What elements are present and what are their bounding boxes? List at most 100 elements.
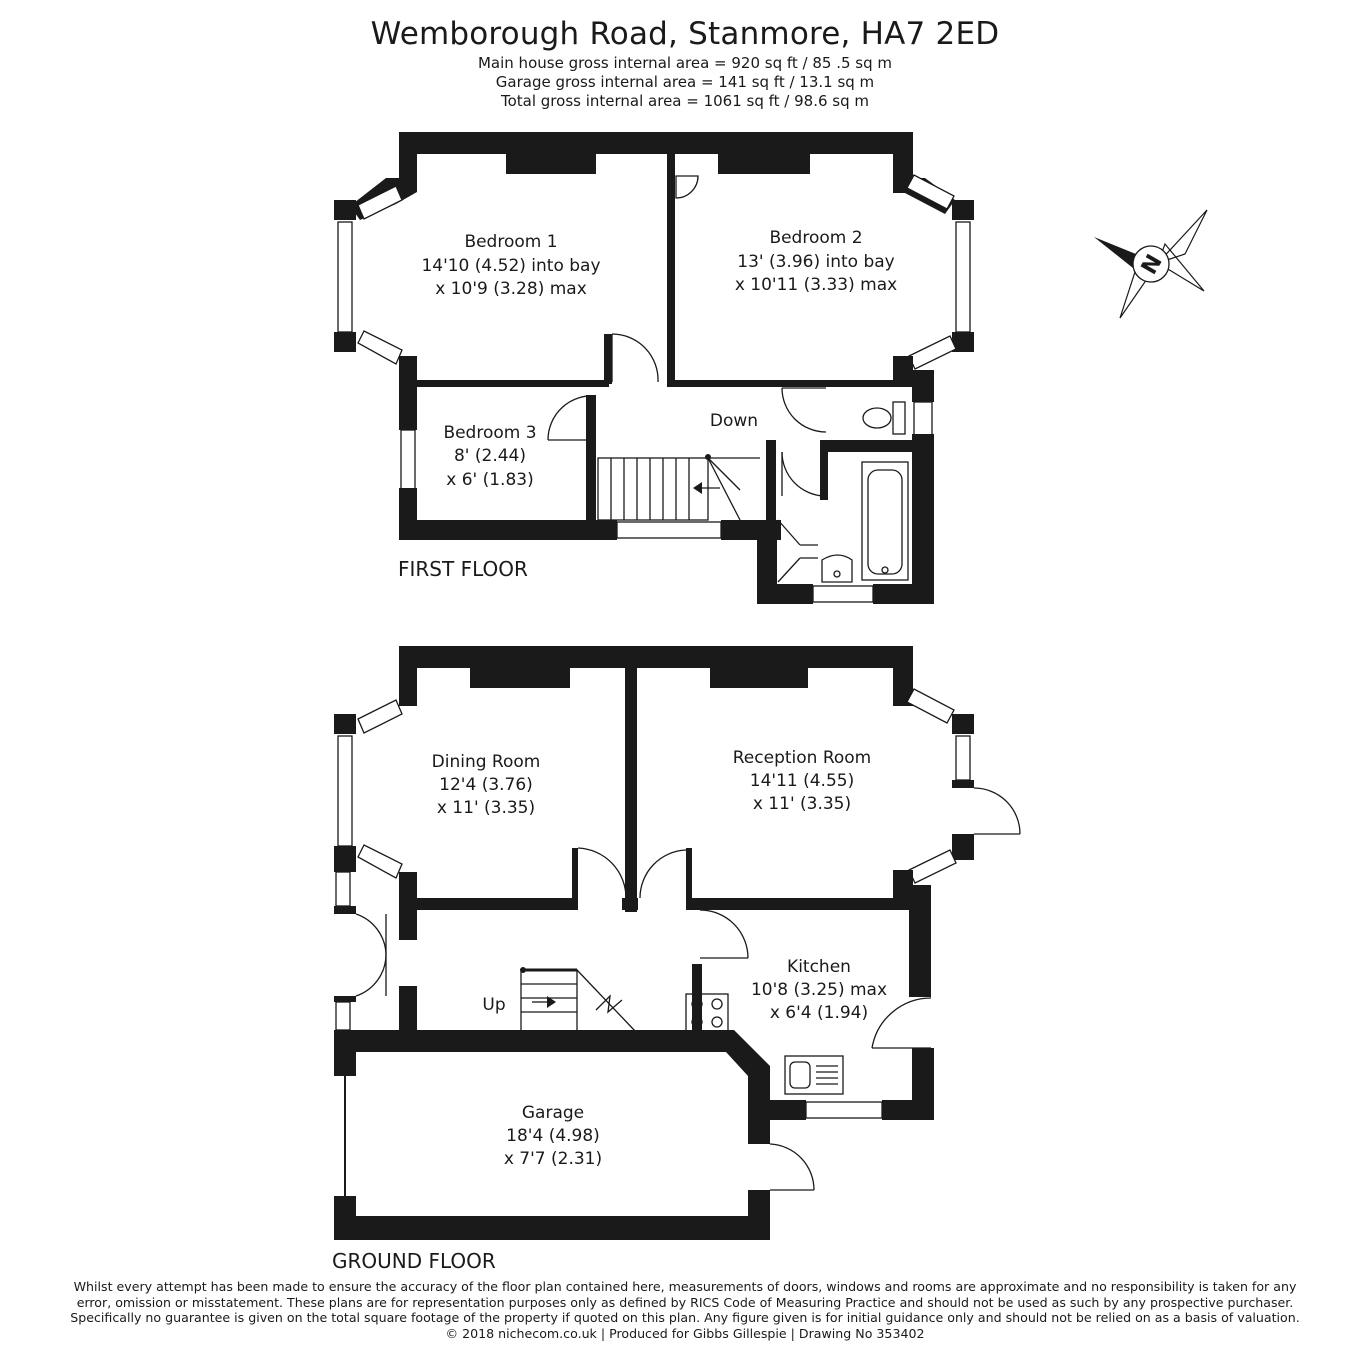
gf-stair-arrow-head <box>547 996 556 1008</box>
ff-stair-outline <box>597 457 709 521</box>
gf-dining-door-jamb <box>572 848 578 910</box>
gf-garage-top-wall <box>334 1030 770 1144</box>
gf-reception-door-jamb <box>686 848 692 910</box>
ff-bay-corner-bl <box>334 332 356 352</box>
ff-chimney-breast-2 <box>718 154 810 174</box>
ff-bed1-landing-wall <box>604 334 612 384</box>
copyright-line: © 2018 nichecom.co.uk | Produced for Gib… <box>445 1325 925 1341</box>
ff-wc-window <box>913 401 933 437</box>
kitchen-name: Kitchen <box>787 957 851 977</box>
gf-bay-window-tl <box>357 699 403 734</box>
bedroom-2-name: Bedroom 2 <box>769 228 862 248</box>
total-area: Total gross internal area = 1061 sq ft /… <box>500 92 870 110</box>
ff-bay-corner-tr <box>952 200 974 220</box>
gf-kitchen-right-wall <box>909 885 931 997</box>
gf-bay-window-left <box>337 735 353 847</box>
gf-top-wall <box>399 646 913 668</box>
dining-room-dim-2: x 11' (3.35) <box>437 798 535 818</box>
gf-bay-corner-bl <box>334 846 356 872</box>
gf-left-wall-upper <box>399 646 417 706</box>
gf-stairs-label: Up <box>482 995 505 1015</box>
ff-bath-bottom-wall-right <box>873 584 913 604</box>
plan-header: Wemborough Road, Stanmore, HA7 2ED Main … <box>0 14 1350 111</box>
disclaimer-line-1: Whilst every attempt has been made to en… <box>73 1279 1297 1294</box>
disclaimer-line-2: error, omission or misstatement. These p… <box>76 1294 1294 1310</box>
first-floor-plan <box>334 132 974 604</box>
gf-bay-window-right <box>955 735 971 781</box>
gf-kitchen-back-door-arc <box>871 997 932 1049</box>
gf-side-window-1 <box>335 871 351 907</box>
gf-chimney-breast-1 <box>470 668 570 688</box>
ff-stair-arrow-head <box>693 482 702 494</box>
reception-room-name: Reception Room <box>733 748 871 768</box>
gf-dining-bottom-wall <box>399 898 575 910</box>
ff-airing-cupboard-doors <box>777 519 818 583</box>
ff-bed2-bottom-wall <box>667 380 912 387</box>
ground-floor-label: GROUND FLOOR <box>332 1249 496 1273</box>
gf-bay-door-stub <box>952 780 974 788</box>
gf-garage-right-wall-lower <box>748 1190 770 1240</box>
ff-bay-window-tr <box>906 174 955 210</box>
gf-side-wall-stub <box>334 906 356 914</box>
gf-left-wall-lower <box>399 986 417 1036</box>
ff-left-wall-mid <box>399 356 417 384</box>
bath-plug <box>881 566 889 574</box>
ff-bath-inner-wall <box>820 440 828 500</box>
gf-kitchen-bottom-wall-left <box>766 1100 806 1120</box>
ff-bed1-door-arc <box>611 333 659 383</box>
bedroom-3-dim-1: 8' (2.44) <box>454 446 526 466</box>
gf-front-door-arcs <box>355 913 387 997</box>
compass-ring <box>1132 245 1170 283</box>
gf-dining-door-arc <box>577 847 627 899</box>
bedroom-2-dim-1: 13' (3.96) into bay <box>737 252 894 272</box>
reception-room-dim-2: x 11' (3.35) <box>753 794 851 814</box>
ff-wc-bath-wall <box>820 440 912 452</box>
ff-bottom-wall-left <box>399 520 617 540</box>
disclaimer-line-3: Specifically no guarantee is given on th… <box>70 1310 1300 1326</box>
wc-cistern <box>892 401 906 435</box>
gf-reception-door-arc <box>639 849 687 899</box>
main-house-area: Main house gross internal area = 920 sq … <box>477 54 893 72</box>
ff-cupboard-door <box>675 175 699 199</box>
ff-bath-right-wall <box>912 434 934 604</box>
gf-bay-corner-tl <box>334 714 356 734</box>
basin-plug <box>833 570 841 578</box>
ff-top-wall <box>399 132 913 154</box>
ff-wc-door-arc <box>781 387 827 433</box>
property-title: Wemborough Road, Stanmore, HA7 2ED <box>370 16 1000 52</box>
kitchen-sink <box>784 1055 844 1095</box>
dining-room-name: Dining Room <box>432 752 541 772</box>
ff-right-wall-upper <box>893 132 913 192</box>
gf-reception-bottom-wall <box>686 898 912 910</box>
gf-kitchen-left-wall <box>692 964 702 1036</box>
gf-garage-side-door-arc <box>769 1143 815 1191</box>
ff-staircase <box>597 454 760 521</box>
basin <box>821 554 853 583</box>
ff-bay-window-tl <box>357 185 403 220</box>
ff-stairs-label: Down <box>710 411 758 431</box>
ff-bed1-bed3-wall <box>399 380 609 387</box>
bath-tub-inner <box>867 469 903 575</box>
bedroom-1-dim-2: x 10'9 (3.28) max <box>435 279 587 299</box>
ff-bath-left-wall-lower <box>757 520 777 604</box>
gf-kitchen-bottom-wall-right <box>882 1100 934 1120</box>
gf-bay-window-tr <box>906 688 955 724</box>
bedroom-1-name: Bedroom 1 <box>464 232 557 252</box>
ff-right-wall-mid <box>893 356 913 386</box>
garage-dim-1: 18'4 (4.98) <box>506 1126 600 1146</box>
dining-room-dim-1: 12'4 (3.76) <box>439 775 533 795</box>
gf-bay-window-bl <box>357 844 403 879</box>
gf-dining-reception-wall <box>625 668 637 912</box>
ff-chimney-breast-1 <box>506 154 596 174</box>
ground-floor-plan <box>334 646 1021 1240</box>
gf-bay-corner-br <box>952 834 974 860</box>
first-floor-label: FIRST FLOOR <box>398 557 528 581</box>
ff-bath-left-wall <box>766 440 776 540</box>
garage-dim-2: x 7'7 (2.31) <box>504 1149 602 1169</box>
ff-bay-window-br <box>908 335 957 370</box>
ff-bed3-right-wall <box>586 395 596 525</box>
ff-bath-door-arc <box>781 451 825 497</box>
ff-bed3-window <box>400 429 416 491</box>
gf-garage-left-wall-top <box>334 1030 356 1074</box>
